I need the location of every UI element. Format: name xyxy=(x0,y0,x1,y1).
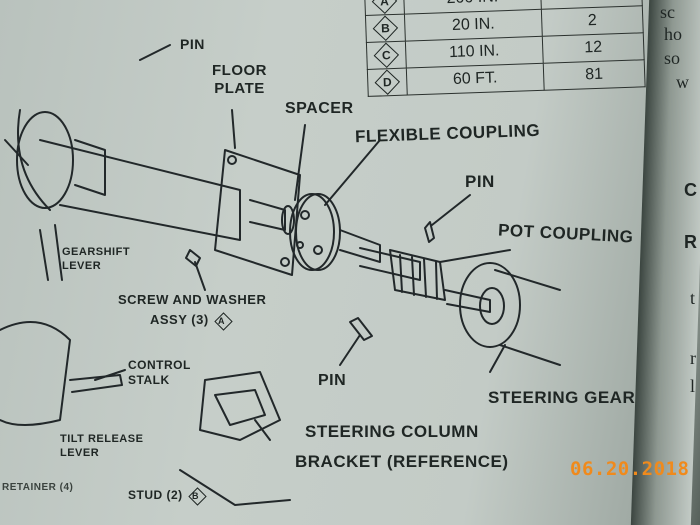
length-cell: 60 FT. xyxy=(406,63,545,96)
spec-table: A 200 IN. 23 B 20 IN. 2 C 110 IN. 12 D 6… xyxy=(364,0,646,97)
facing-page-text: w xyxy=(676,72,689,92)
facing-page-text: C xyxy=(684,180,697,200)
diamond-key-icon: B xyxy=(187,487,207,506)
facing-page-text: ho xyxy=(664,24,682,44)
date-stamp: 06.20.2018 xyxy=(570,458,690,480)
floor-plate-label: FLOOR PLATE xyxy=(212,62,267,97)
retainer-label: RETAINER (4) xyxy=(2,482,74,493)
bracket-label-line2: BRACKET (REFERENCE) xyxy=(295,452,509,471)
qty-cell: 12 xyxy=(542,32,645,64)
diamond-key-icon: A xyxy=(371,0,398,15)
facing-page-text: l xyxy=(690,376,696,396)
facing-page-text: sc xyxy=(660,2,675,22)
bracket-label-line1: STEERING COLUMN xyxy=(305,422,479,441)
tilt-release-lever-label: TILT RELEASE LEVER xyxy=(60,433,144,459)
steering-gear-label: STEERING GEAR xyxy=(488,388,636,407)
facing-page-text: t xyxy=(690,288,696,308)
facing-page-text: so xyxy=(664,48,681,68)
pin-right-label: PIN xyxy=(465,172,495,191)
qty-cell: 81 xyxy=(543,59,646,91)
pin-top-label: PIN xyxy=(180,36,205,52)
gearshift-lever-label: GEARSHIFT LEVER xyxy=(62,246,131,272)
diamond-key-icon: A xyxy=(214,312,233,331)
facing-page-text: r xyxy=(690,348,696,368)
control-stalk-label: CONTROL STALK xyxy=(128,358,191,387)
diamond-key-icon: C xyxy=(373,42,400,68)
facing-page-text: R xyxy=(684,232,697,252)
qty-cell: 2 xyxy=(541,5,644,37)
pin-bottom-label: PIN xyxy=(318,372,347,389)
diamond-key-icon: B xyxy=(372,15,399,41)
diamond-key-icon: D xyxy=(374,69,401,95)
screw-washer-label-line2: ASSY (3) A xyxy=(150,312,233,331)
spacer-label: SPACER xyxy=(285,100,354,117)
stud-label: STUD (2) B xyxy=(128,487,207,506)
screw-washer-label: SCREW AND WASHER xyxy=(118,292,267,307)
